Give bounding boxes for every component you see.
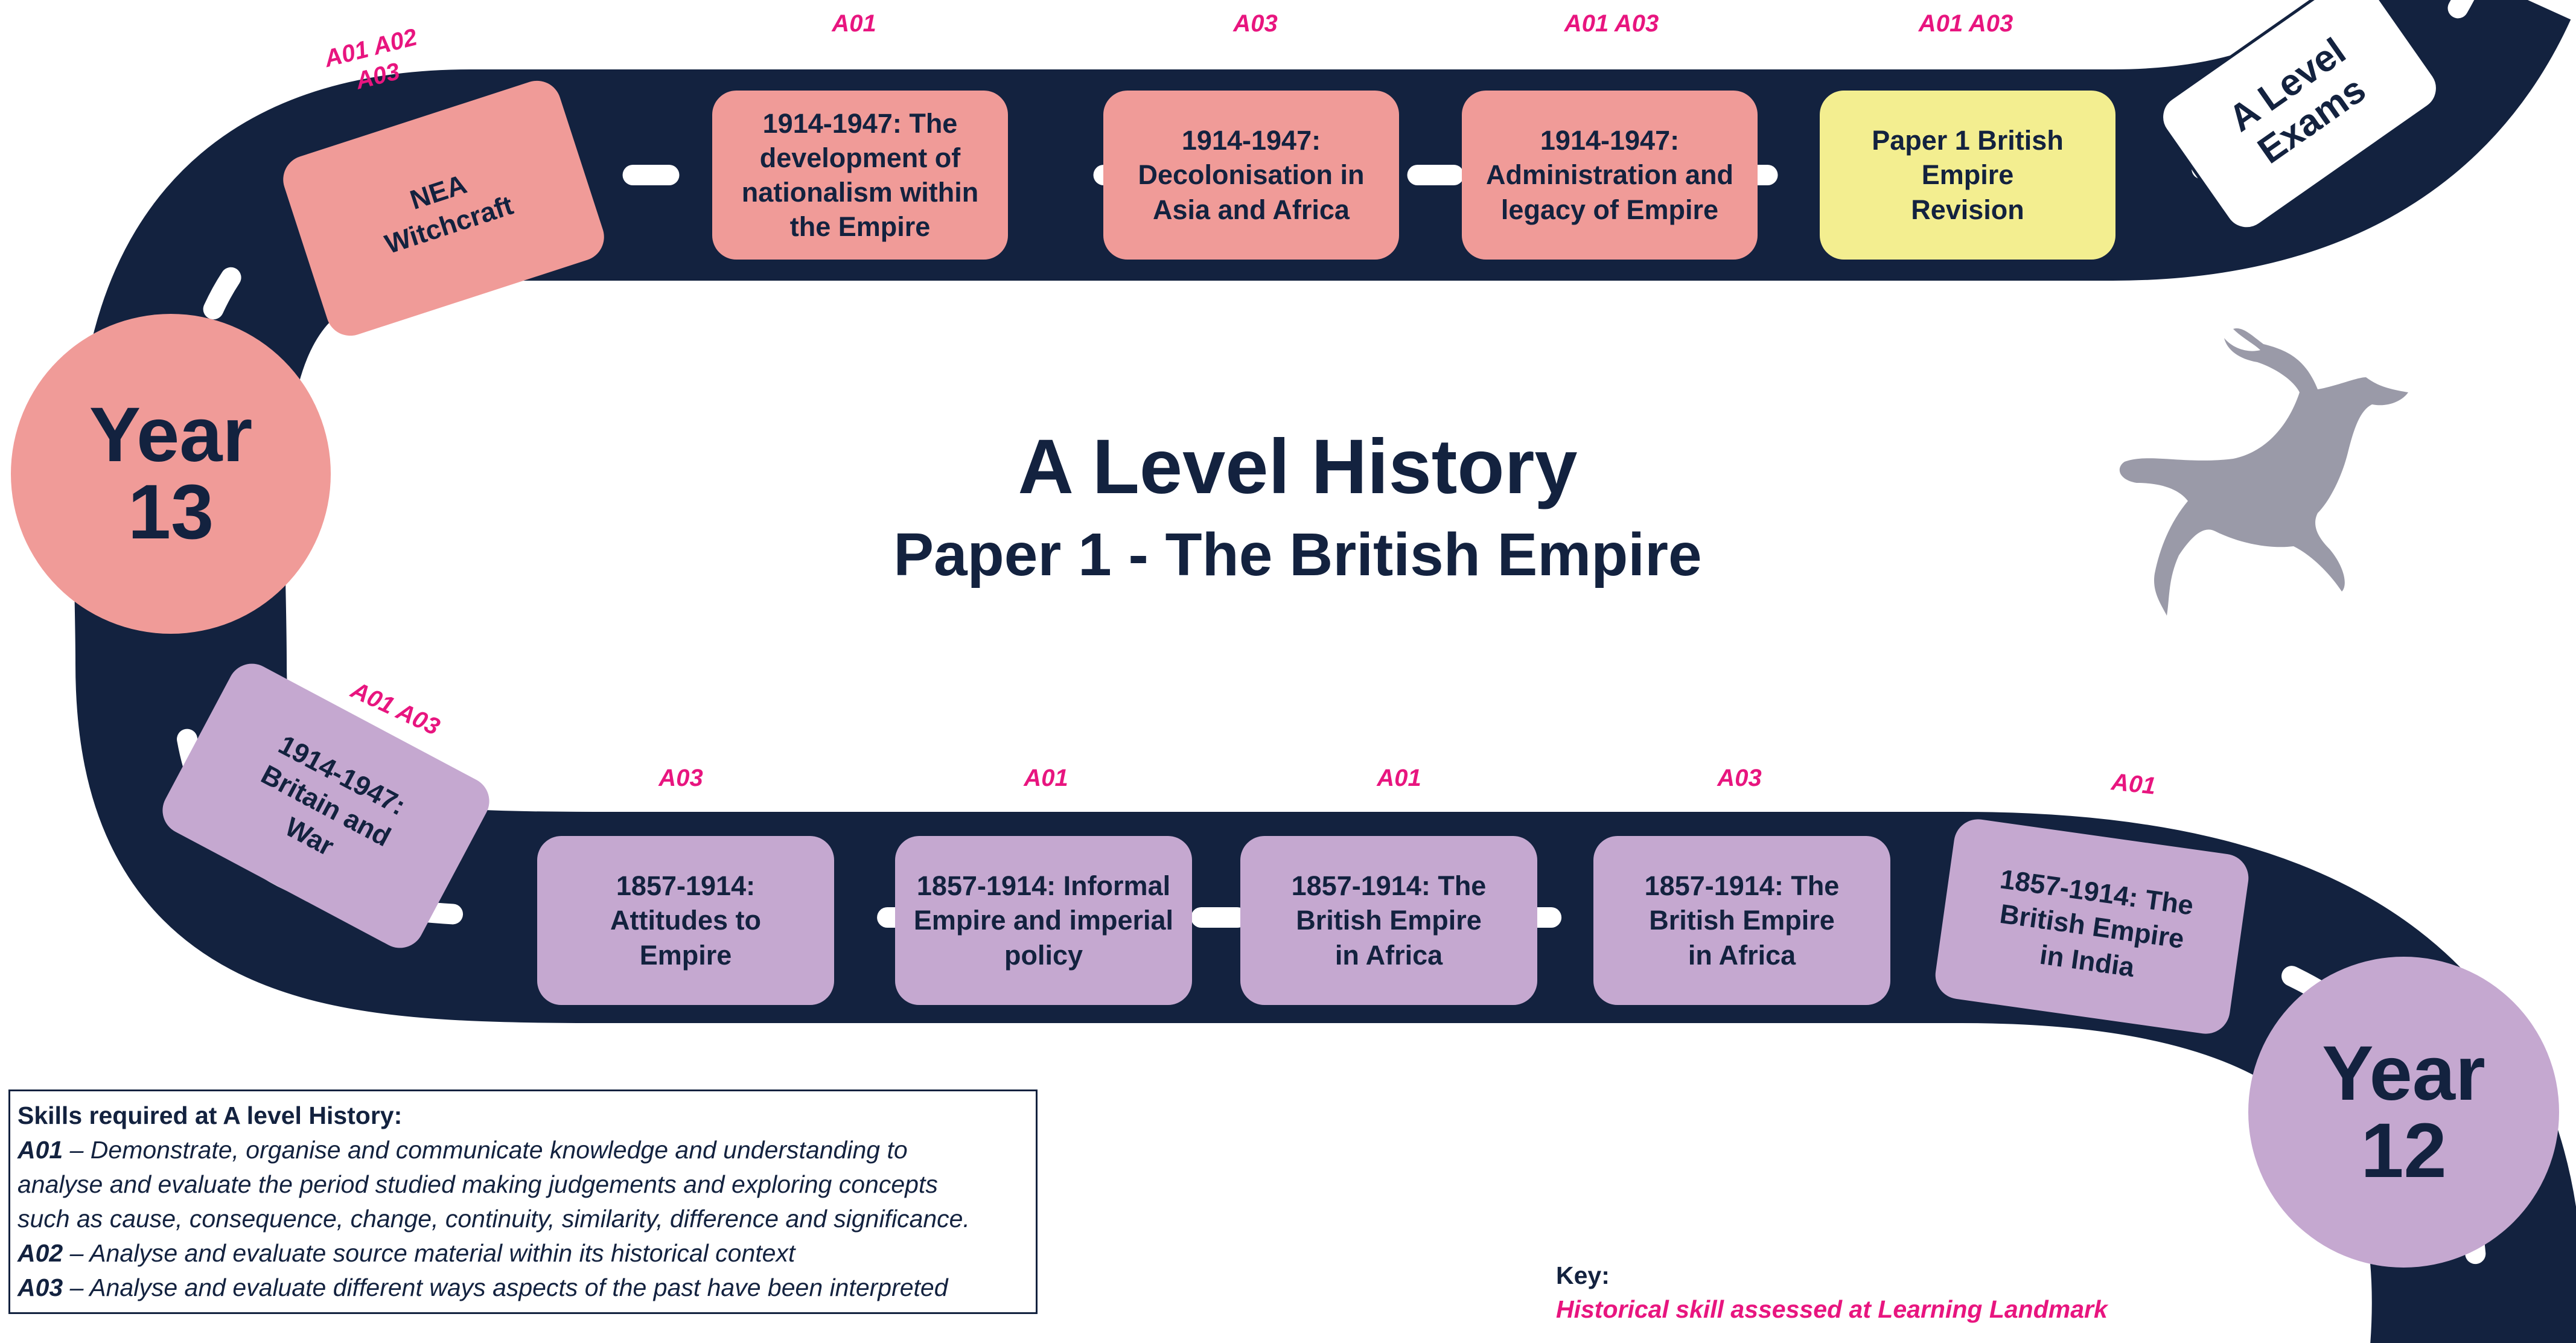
topic-nationalism[interactable]: 1914-1947: The development of nationalis… bbox=[712, 91, 1008, 260]
skill-label: A03 bbox=[658, 765, 703, 791]
a03-text: – Analyse and evaluate different ways as… bbox=[63, 1274, 948, 1301]
topic-label: 1914-1947: Decolonisation in Asia and Af… bbox=[1138, 125, 1365, 225]
topic-label: 1914-1947: Administration and legacy of … bbox=[1485, 125, 1733, 225]
topic-label: 1857-1914: The British Empire in Africa bbox=[1291, 870, 1487, 971]
topic-label: 1914-1947: The development of nationalis… bbox=[741, 107, 979, 243]
a02-text: – Analyse and evaluate source material w… bbox=[63, 1239, 795, 1267]
skill-label: A03 bbox=[1717, 765, 1762, 791]
topic-label: 1857-1914: Attitudes to Empire bbox=[610, 870, 761, 971]
topic-informal-empire[interactable]: 1857-1914: Informal Empire and imperial … bbox=[895, 836, 1192, 1005]
skill-label: A03 bbox=[1233, 10, 1278, 37]
year13-line2: 13 bbox=[127, 469, 214, 555]
a01-text-2: analyse and evaluate the period studied … bbox=[18, 1170, 938, 1198]
topic-revision[interactable]: Paper 1 British Empire Revision bbox=[1820, 91, 2115, 260]
topic-label: Paper 1 British Empire Revision bbox=[1872, 125, 2064, 225]
key-text: Historical skill assessed at Learning La… bbox=[1556, 1295, 2108, 1323]
year13-circle: Year 13 bbox=[11, 314, 331, 634]
a03-description: A03 – Analyse and evaluate different way… bbox=[18, 1271, 1028, 1305]
year12-line2: 12 bbox=[2361, 1107, 2447, 1194]
a01-text-3: such as cause, consequence, change, cont… bbox=[18, 1205, 970, 1233]
key: Key: Historical skill assessed at Learni… bbox=[1556, 1258, 2108, 1326]
topic-decolonisation[interactable]: 1914-1947: Decolonisation in Asia and Af… bbox=[1103, 91, 1399, 260]
skills-box: Skills required at A level History: A01 … bbox=[8, 1089, 1038, 1314]
topic-attitudes-to-empire[interactable]: 1857-1914: Attitudes to Empire bbox=[537, 836, 834, 1005]
page-subtitle: Paper 1 - The British Empire bbox=[893, 521, 1702, 589]
a01-code: A01 bbox=[18, 1136, 63, 1164]
topic-africa-2[interactable]: 1857-1914: The British Empire in Africa bbox=[1593, 836, 1890, 1005]
skill-label: A01 bbox=[832, 10, 876, 37]
topic-label: 1914-1947: Britain and War bbox=[256, 729, 411, 862]
topic-label: 1857-1914: The British Empire in Africa bbox=[1644, 870, 1840, 971]
page-title: A Level History bbox=[1018, 424, 1578, 510]
skill-label: A01 A03 bbox=[1918, 10, 2013, 37]
skill-label: A01 bbox=[1024, 765, 1068, 791]
stag-icon bbox=[2119, 328, 2408, 616]
year12-circle: Year 12 bbox=[2248, 957, 2559, 1268]
a01-text: – Demonstrate, organise and communicate … bbox=[63, 1136, 908, 1164]
topic-label: 1857-1914: The British Empire in India bbox=[1998, 863, 2196, 983]
skills-heading: Skills required at A level History: bbox=[18, 1102, 403, 1129]
key-label: Key: bbox=[1556, 1262, 1610, 1289]
a03-code: A03 bbox=[18, 1274, 63, 1301]
topic-label: 1857-1914: Informal Empire and imperial … bbox=[913, 870, 1174, 971]
a02-code: A02 bbox=[18, 1239, 63, 1267]
skill-label: A01 bbox=[1377, 765, 1421, 791]
topic-label: NEA Witchcraft bbox=[381, 168, 517, 260]
skill-label: A01 bbox=[2110, 768, 2157, 800]
skill-label: A01 A03 bbox=[1564, 10, 1659, 37]
a02-description: A02 – Analyse and evaluate source materi… bbox=[18, 1236, 1028, 1271]
year12-line1: Year bbox=[2322, 1030, 2485, 1117]
year13-line1: Year bbox=[89, 392, 253, 478]
a01-description: A01 – Demonstrate, organise and communic… bbox=[18, 1133, 1028, 1167]
topic-africa-1[interactable]: 1857-1914: The British Empire in Africa bbox=[1240, 836, 1537, 1005]
topic-administration[interactable]: 1914-1947: Administration and legacy of … bbox=[1462, 91, 1758, 260]
